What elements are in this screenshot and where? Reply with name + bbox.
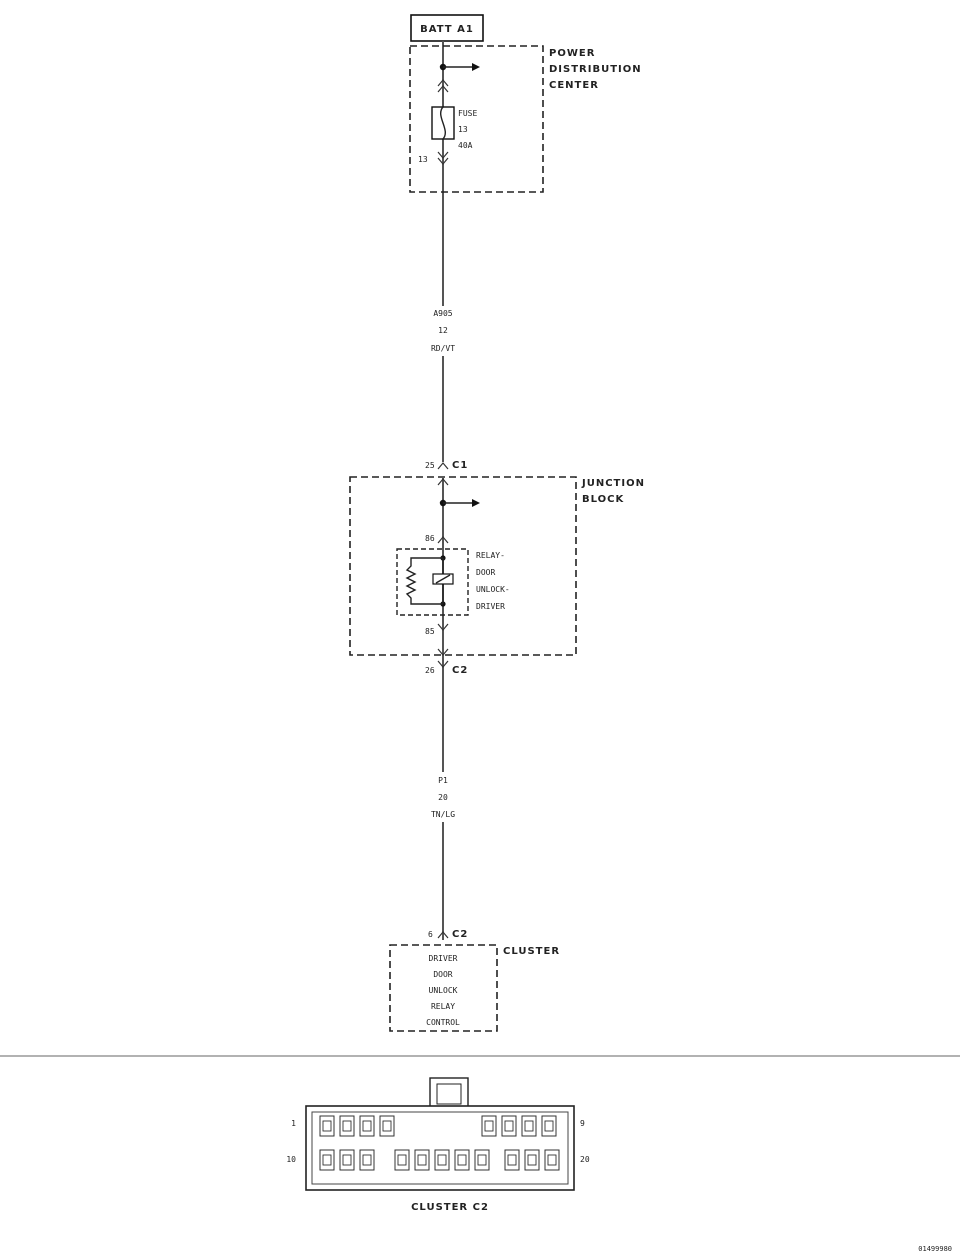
pin-cavity-icon [339,1115,355,1137]
pin-cavity-icon [501,1115,517,1137]
arrow-right-icon [472,499,480,507]
c1-label: C1 [452,460,468,471]
connector-chevron-icon [437,151,449,165]
junction-block-name-line-1: JUNCTION [581,478,645,489]
pin-cavity-icon [524,1149,540,1171]
cluster-connector-label: C2 [452,929,468,940]
pin-cavity-icon [319,1149,335,1171]
pin-cavity-icon [359,1149,375,1171]
figure-id: 01499980 [918,1245,952,1253]
junction-block-name-line-2: BLOCK [582,494,624,505]
c2-pin: 26 [425,666,435,675]
connector-pin-cells [319,1115,560,1171]
c1-pin: 25 [425,461,435,470]
connector-chevron-icon [437,478,449,486]
cluster-function-line-3: UNLOCK [429,986,458,995]
pdc-cavity: 13 [418,155,428,164]
pin-cavity-icon [414,1149,430,1171]
fuse-rating: 40A [458,141,473,150]
pin-cavity-icon [504,1149,520,1171]
wire-p1-label: P1 20 TN/LG [420,772,466,822]
connector-c2-chevron-icon [437,660,449,668]
pin-cavity-icon [394,1149,410,1171]
junction-block: 25 C1 JUNCTION BLOCK 86 RELAY- DOOR UNLO… [349,460,645,676]
pin-cavity-icon [339,1149,355,1171]
pin-cavity-icon [319,1115,335,1137]
wire-a905-label: A905 12 RD/VT [420,306,466,356]
wire-b-circuit: P1 [438,776,448,785]
pin-label-20: 20 [580,1155,590,1164]
pin-cavity-icon [481,1115,497,1137]
pin-label-10: 10 [286,1155,296,1164]
power-distribution-center: POWER DISTRIBUTION CENTER FUSE 13 40A 13 [409,45,642,193]
pin-label-9: 9 [580,1119,585,1128]
relay-coil-icon [405,557,443,605]
connector-chevron-icon [437,536,449,544]
pin-cavity-icon [359,1115,375,1137]
pdc-name-line-3: CENTER [549,80,599,91]
fuse-number: 13 [458,125,468,134]
relay-label-line-3: UNLOCK- [476,585,510,594]
wire-a-gauge: 12 [438,326,448,335]
pin-cavity-icon [541,1115,557,1137]
relay-pin-85: 85 [425,627,435,636]
pin-cavity-icon [521,1115,537,1137]
cluster-function-line-1: DRIVER [429,954,458,963]
pin-cavity-icon [544,1149,560,1171]
connector-chevron-icon [437,79,449,93]
connector-chevron-icon [437,931,449,939]
cluster-pin: 6 [428,930,433,939]
battery-feed: BATT A1 [410,14,484,42]
pin-label-1: 1 [291,1119,296,1128]
wire-a-color: RD/VT [431,344,455,353]
wire-a-circuit: A905 [433,309,452,318]
pin-cavity-icon [474,1149,490,1171]
cluster-function-line-2: DOOR [433,970,452,979]
cluster-function-line-4: RELAY [431,1002,455,1011]
connector-c1-chevron-icon [437,462,449,470]
fuse-label: FUSE [458,109,477,118]
relay-label-line-1: RELAY- [476,551,505,560]
cluster-c2-connector-view: 1 9 10 20 CLUSTER C2 [286,1077,590,1213]
battery-label: BATT A1 [420,24,474,35]
connector-chevron-icon [437,623,449,631]
pdc-name-line-2: DISTRIBUTION [549,64,642,75]
relay-pin-86: 86 [425,534,435,543]
wire-b-color: TN/LG [431,810,455,819]
pin-cavity-icon [454,1149,470,1171]
pdc-name-line-1: POWER [549,48,595,59]
wire-b-gauge: 20 [438,793,448,802]
connector-chevron-icon [437,648,449,656]
pin-cavity-icon [434,1149,450,1171]
cluster: 6 C2 CLUSTER DRIVER DOOR UNLOCK RELAY CO… [389,929,560,1032]
arrow-right-icon [472,63,480,71]
cluster-name: CLUSTER [503,946,560,957]
relay-label-line-2: DOOR [476,568,495,577]
relay-label-line-4: DRIVER [476,602,505,611]
pin-cavity-icon [379,1115,395,1137]
relay-door-unlock-driver: RELAY- DOOR UNLOCK- DRIVER [396,548,510,616]
c2-label: C2 [452,665,468,676]
connector-view-title: CLUSTER C2 [411,1202,489,1213]
cluster-function-line-5: CONTROL [426,1018,460,1027]
